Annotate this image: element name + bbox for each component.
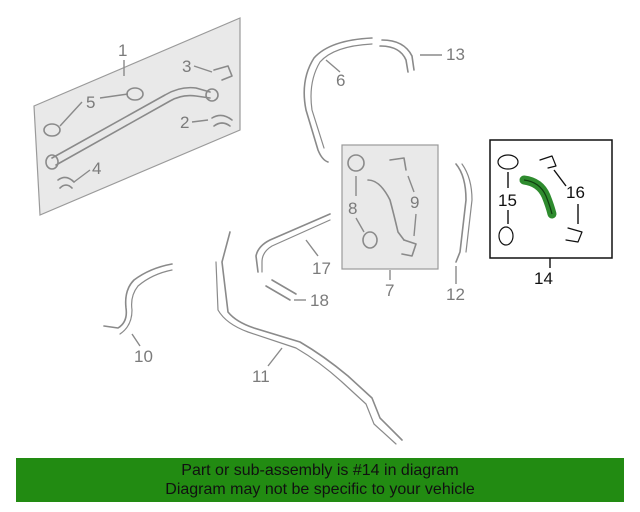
info-banner: Part or sub-assembly is #14 in diagram D… [16,458,624,502]
line-part-11-outline [215,261,397,445]
hose-part-1[interactable] [51,86,211,159]
callout-7: 7 [385,281,394,300]
clip-part-2[interactable] [211,114,233,127]
hose-part-1-outline [55,94,211,166]
parts-diagram: 1 2 3 4 5 6 13 8 9 7 12 15 16 14 [33,17,613,445]
leader-4 [73,169,91,183]
clip-part-16b[interactable] [565,227,583,243]
callout-10: 10 [134,347,153,366]
panel-group-7 [341,144,439,270]
callout-16: 16 [566,183,585,202]
callout-11: 11 [252,367,270,386]
ring-part-15a[interactable] [497,154,519,170]
leader-9a [407,175,415,193]
clip-part-9a[interactable] [389,157,407,171]
leader-8b [355,217,365,233]
hose-end-1b [205,88,219,102]
callout-14: 14 [534,269,553,288]
hose-end-1 [45,154,59,170]
leader-10 [131,333,141,347]
callout-9: 9 [410,193,419,212]
hose-part-13-outline [379,45,409,73]
clip-part-16a[interactable] [539,155,557,169]
callout-17: 17 [312,259,331,278]
tube-part-6[interactable] [303,37,373,163]
banner-line-1: Part or sub-assembly is #14 in diagram [181,462,459,479]
leader-5 [59,101,83,127]
clamp-part-5a[interactable] [43,123,61,137]
hose-part-12[interactable] [455,163,467,263]
hose-part-10[interactable] [103,263,173,329]
callout-8: 8 [348,199,357,218]
leader-16a [553,169,567,187]
clip-part-3[interactable] [213,65,233,81]
panel-group-1 [33,17,241,216]
hose-part-12-outline [461,163,473,253]
callout-13: 13 [446,45,465,64]
tube-part-6-outline [310,43,373,149]
leader-5b [99,93,129,99]
callout-2: 2 [180,113,189,132]
hose-part-17-outline [261,219,331,273]
hose-part-18-outline [271,279,297,295]
leader-17 [305,239,319,257]
ring-part-15b[interactable] [498,226,514,246]
hose-part-18[interactable] [265,285,291,301]
hose-part-17[interactable] [255,213,331,273]
hose-part-14-edge [523,179,553,215]
callout-1: 1 [118,41,127,60]
ring-part-8b[interactable] [362,231,378,249]
clip-part-9b[interactable] [401,239,417,257]
callout-15: 15 [498,191,517,210]
callout-12: 12 [446,285,465,304]
leader-11 [267,347,283,367]
hose-part-7[interactable] [367,179,405,241]
callout-3: 3 [182,57,191,76]
leader-6 [325,59,341,73]
callout-6: 6 [336,71,345,90]
callout-18: 18 [310,291,329,310]
hose-part-10-outline [119,269,173,335]
ring-part-8a[interactable] [347,154,365,172]
callout-5: 5 [86,93,95,112]
callout-4: 4 [92,159,101,178]
hose-part-13[interactable] [381,39,415,71]
clip-part-4[interactable] [57,176,75,189]
leader-3 [193,65,213,73]
banner-line-2: Diagram may not be specific to your vehi… [165,481,475,498]
line-part-11[interactable] [221,231,403,441]
leader-9b [413,213,417,237]
leader-2 [191,119,209,123]
